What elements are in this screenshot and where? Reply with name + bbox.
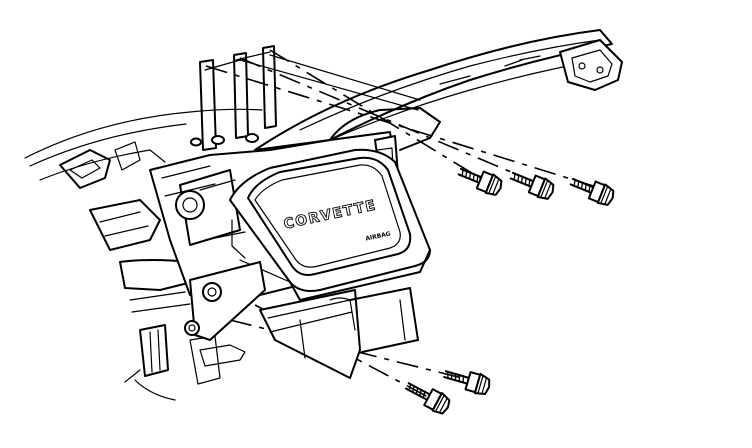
upper-bolt-1 bbox=[457, 167, 503, 196]
lower-bolt-2 bbox=[404, 382, 451, 415]
left-dash-structure bbox=[24, 108, 263, 401]
airbag-module: CORVETTE AIRBAG bbox=[229, 148, 431, 301]
bracket-mount-holes bbox=[190, 133, 259, 147]
upper-bolt-3 bbox=[569, 177, 615, 206]
upper-bolt-2 bbox=[509, 171, 555, 200]
upper-cross-car-beam bbox=[254, 29, 623, 151]
lower-support-bracket bbox=[184, 261, 419, 379]
lower-bolt-1 bbox=[443, 370, 491, 395]
